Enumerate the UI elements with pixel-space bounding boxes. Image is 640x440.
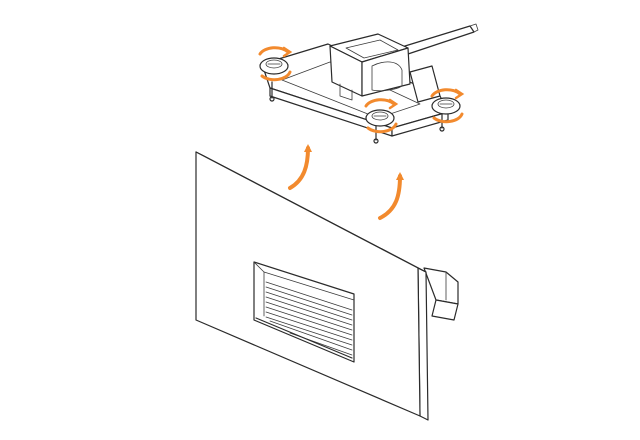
- step-light-faceplate-icon: [195, 151, 459, 421]
- lift-arrow-icon: [288, 144, 312, 190]
- screw-tip-left: [269, 96, 275, 102]
- rear-housing-bottom: [431, 299, 459, 321]
- thumb-screw-icon: [431, 97, 461, 115]
- clamp-loop: [371, 61, 403, 92]
- bracket-lever-tip: [469, 23, 479, 33]
- clamp-opening: [345, 39, 399, 59]
- clamp-tab: [339, 83, 353, 101]
- lift-arrow-icon: [378, 172, 404, 220]
- lift-arrows: [288, 144, 404, 220]
- bracket-inner-panel: [281, 61, 421, 119]
- window-sill: [255, 317, 353, 359]
- rear-housing-top: [423, 267, 459, 305]
- rotation-arrows: [258, 46, 465, 134]
- louvre-grille-icon: [253, 261, 355, 363]
- rotation-arrow-icon: [258, 46, 293, 82]
- thumb-screw-icon: [365, 109, 395, 127]
- mounting-bracket-icon: [259, 23, 479, 144]
- rotation-arrow-icon: [430, 88, 465, 124]
- screw-tip-middle: [373, 138, 379, 144]
- window-outer: [253, 261, 355, 363]
- thumb-screw-icon: [259, 57, 289, 75]
- bracket-right-block: [409, 65, 441, 103]
- screw-tip-right: [439, 126, 445, 132]
- clamp-right-face: [361, 47, 411, 97]
- rotation-arrow-icon: [364, 98, 399, 134]
